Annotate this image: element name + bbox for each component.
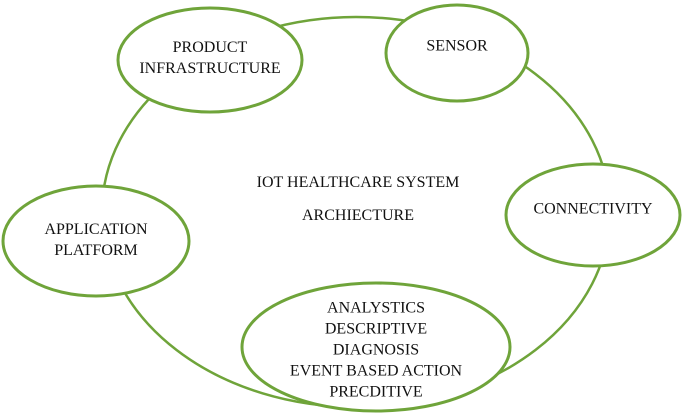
node-connectivity-shape (504, 162, 682, 268)
node-label-line: DESCRIPTIVE (324, 320, 428, 338)
node-product-infrastructure: PRODUCT INFRASTRUCTURE (139, 37, 280, 79)
node-label-line: INFRASTRUCTURE (139, 60, 281, 77)
node-label-line: CONNECTIVITY (533, 200, 653, 218)
node-application-platform: APPLICATION PLATFORM (44, 219, 147, 261)
node-application-platform-shape (1, 184, 191, 298)
node-product-infrastructure-shape (116, 6, 304, 114)
node-label-line: ANALYSTICS (327, 299, 425, 317)
diagram-subtitle: ARCHIECTURE (302, 207, 414, 224)
node-label-line: APPLICATION (44, 221, 148, 238)
node-label-line: PRECDITIVE (329, 383, 423, 401)
diagram-title: IOT HEALTHCARE SYSTEM (256, 174, 460, 191)
node-sensor: SENSOR (426, 36, 487, 57)
node-label-line: EVENT BASED ACTION (289, 362, 463, 380)
node-connectivity: CONNECTIVITY (533, 199, 652, 220)
node-label-line: SENSOR (426, 37, 488, 55)
node-label-line: DIAGNOSIS (332, 341, 420, 359)
node-analytics-shape (240, 281, 512, 413)
node-label-line: PLATFORM (54, 242, 138, 259)
node-analytics: ANALYSTICS DESCRIPTIVE DIAGNOSIS EVENT B… (290, 298, 462, 403)
node-sensor-shape (384, 3, 530, 103)
node-label-line: PRODUCT (172, 39, 248, 56)
